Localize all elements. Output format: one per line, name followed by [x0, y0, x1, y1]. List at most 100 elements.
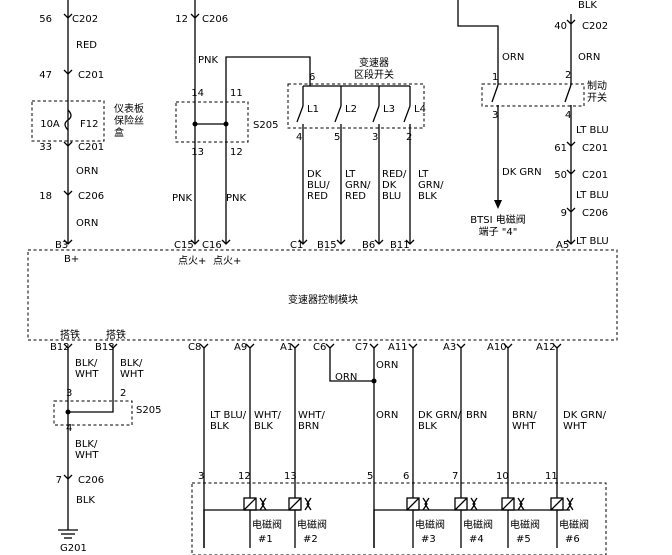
wire-color-label: DK GRN — [502, 167, 542, 178]
connector-chevron-icon — [566, 239, 576, 245]
pin-label: B+ — [64, 254, 79, 265]
wire-color-label: BLK/ — [75, 439, 98, 450]
connector-chevron-icon — [405, 239, 415, 245]
wire-color-label: PNK — [172, 193, 193, 204]
pin-label: A3 — [443, 342, 456, 353]
pin-label: C201 — [582, 143, 608, 154]
solenoid-label: 电磁阀 — [463, 518, 493, 531]
fuse-id: F12 — [80, 119, 98, 130]
pin-label: 5 — [367, 471, 373, 482]
brake-contact-b-icon — [564, 84, 572, 103]
fuse-box-name-3: 盒 — [114, 126, 124, 139]
fuse-box-name-1: 仪表板 — [114, 102, 144, 115]
connector-chevron-icon — [63, 141, 73, 147]
pin-label: 2 — [565, 70, 571, 81]
connector-chevron-icon — [566, 141, 576, 147]
pin-label: C206 — [78, 191, 104, 202]
pin-label: C201 — [582, 170, 608, 181]
pin-label: 13 — [191, 147, 204, 158]
pin-label: 56 — [39, 14, 52, 25]
wire-color-label: DK — [382, 180, 397, 191]
solenoid-return-left — [203, 509, 300, 548]
pin-label: 18 — [39, 191, 52, 202]
wire-color-label: ORN — [578, 52, 600, 63]
pin-label: 4 — [296, 132, 302, 143]
pin-label: 7 — [56, 475, 62, 486]
ground-label-b12: 搭铁 — [60, 328, 80, 341]
wire-color-label: LT BLU/ — [210, 410, 247, 421]
wire-color-label: BLK/ — [120, 358, 143, 369]
wire-color-label: LT BLU — [576, 125, 609, 136]
connector-chevron-icon — [108, 343, 118, 349]
fuse-symbol-icon — [64, 109, 72, 131]
pin-label: 12 — [230, 147, 243, 158]
pin-label: 2 — [120, 388, 126, 399]
diode-icon — [259, 497, 267, 511]
pin-label: A9 — [234, 342, 247, 353]
switch-l3-contact-icon — [372, 105, 380, 123]
pin-label: 6 — [403, 471, 409, 482]
connector-chevron-icon — [221, 239, 231, 245]
solenoid-coil-icon — [550, 497, 564, 511]
solenoid-number: #6 — [565, 534, 580, 545]
pin-label: C1 — [290, 240, 303, 251]
wire-color-label: ORN — [335, 372, 357, 383]
wire-color-label: LT — [418, 169, 429, 180]
connector-chevron-icon — [325, 343, 335, 349]
wire-color-label: BRN — [466, 410, 487, 421]
pin-label: 5 — [334, 132, 340, 143]
diode-icon — [470, 497, 478, 511]
wire-color-label: LT BLU — [576, 236, 609, 247]
wire-color-label: GRN/ — [418, 180, 444, 191]
wire-orn-brake — [457, 0, 499, 85]
solenoid-coil-diagonal — [501, 497, 515, 511]
solenoid-coil-icon — [243, 497, 257, 511]
solenoid-number: #2 — [303, 534, 318, 545]
splice-dot — [223, 121, 229, 127]
wire-color-label: PNK — [198, 55, 219, 66]
wire-color-label: BRN — [298, 421, 319, 432]
wire-color-label: ORN — [502, 52, 524, 63]
pin-label: B11 — [390, 240, 410, 251]
pin-label: C16 — [202, 240, 222, 251]
connector-chevron-icon — [369, 343, 379, 349]
ignition-label-c16: 点火+ — [213, 255, 241, 267]
brake-switch-name-2: 开关 — [587, 91, 607, 104]
pin-label: C206 — [202, 14, 228, 25]
switch-l3-label: L3 — [383, 104, 395, 115]
ignition-label-c15: 点火+ — [178, 255, 206, 267]
connector-chevron-icon — [374, 239, 384, 245]
pin-label: 40 — [554, 21, 567, 32]
connector-chevron-icon — [245, 343, 255, 349]
connector-chevron-icon — [290, 343, 300, 349]
solenoid-assembly-box — [191, 482, 607, 555]
connector-chevron-icon — [456, 343, 466, 349]
switch-l1-label: L1 — [307, 104, 319, 115]
pin-label: 11 — [230, 88, 243, 99]
pin-label: C201 — [78, 142, 104, 153]
pin-label: B3 — [55, 240, 68, 251]
wire-color-label: WHT/ — [254, 410, 282, 421]
btsi-label-1: BTSI 电磁阀 — [470, 213, 525, 226]
pin-label: C206 — [582, 208, 608, 219]
solenoid-label: 电磁阀 — [510, 518, 540, 531]
connector-chevron-icon — [63, 343, 73, 349]
connector-chevron-icon — [408, 343, 418, 349]
connector-chevron-icon — [566, 19, 576, 25]
solenoid-label: 电磁阀 — [415, 518, 445, 531]
wire-color-label: RED — [76, 40, 97, 51]
pin-label: 2 — [406, 132, 412, 143]
pin-label: 50 — [554, 170, 567, 181]
connector-chevron-icon — [566, 169, 576, 175]
wire-color-label: RED — [345, 191, 366, 202]
splice-dot — [65, 409, 71, 415]
ground-symbol-icon — [58, 529, 78, 539]
wire-color-label: WHT — [75, 369, 99, 380]
connector-chevron-icon — [566, 207, 576, 213]
ground-point-id: G201 — [60, 543, 87, 554]
pin-label: 10 — [496, 471, 509, 482]
range-switch-contacts — [296, 105, 411, 123]
solenoid-number: #4 — [469, 534, 484, 545]
wire-color-label: RED — [307, 191, 328, 202]
